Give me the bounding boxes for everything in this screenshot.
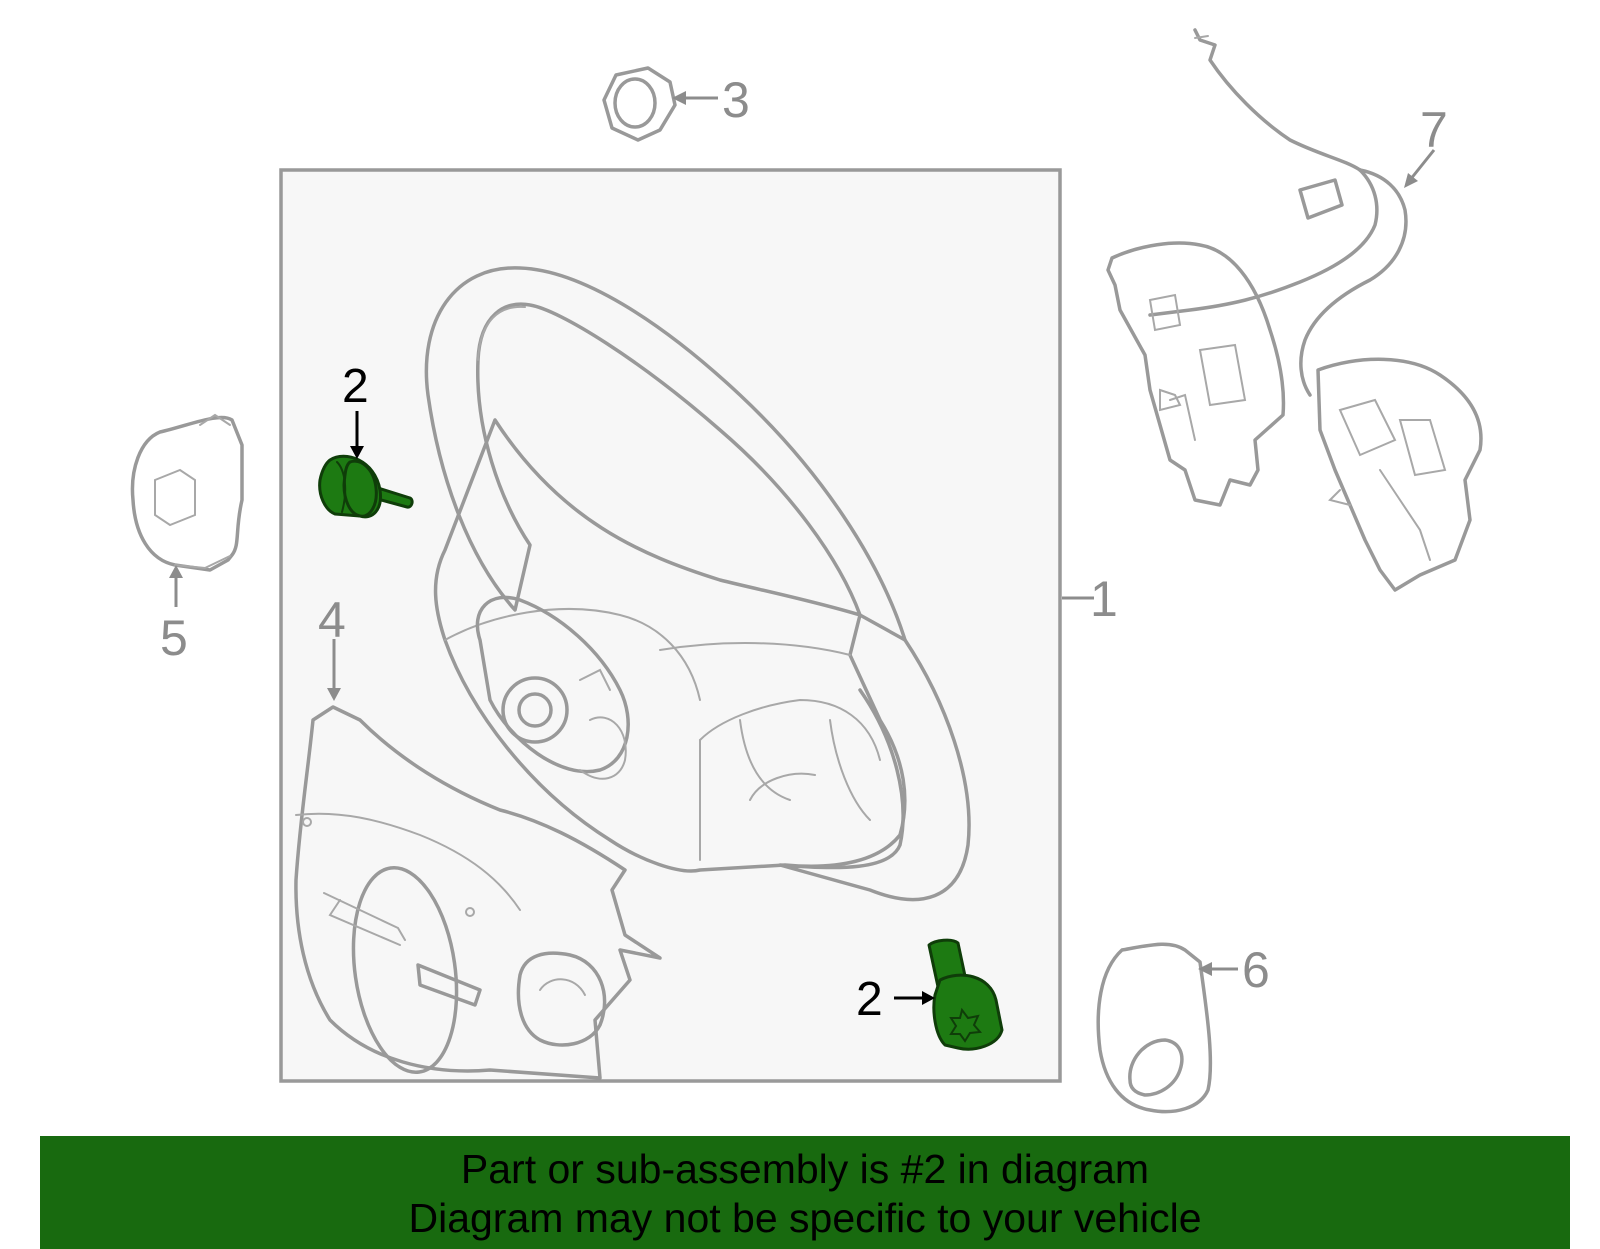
callout-5: 5 <box>160 610 188 666</box>
callout-6: 6 <box>1242 942 1270 998</box>
callout-3: 3 <box>722 72 750 128</box>
banner-line-2: Diagram may not be specific to your vehi… <box>408 1195 1202 1241</box>
switch-assembly-part-7 <box>1106 28 1483 592</box>
left-switch-cover-part-5 <box>130 413 244 572</box>
bolt-part-2-upper <box>318 454 414 519</box>
steering-wheel <box>424 266 971 902</box>
callout-7: 7 <box>1420 102 1448 158</box>
banner-line-1: Part or sub-assembly is #2 in diagram <box>460 1146 1150 1192</box>
nut-part-3 <box>602 66 677 142</box>
leader-lines <box>169 91 1436 1005</box>
callout-4: 4 <box>318 592 346 648</box>
lower-cover-part-4 <box>294 705 662 1080</box>
callout-2-upper: 2 <box>342 360 369 413</box>
callout-2-lower: 2 <box>856 973 883 1026</box>
callout-1: 1 <box>1090 571 1118 627</box>
info-banner: Part or sub-assembly is #2 in diagram Di… <box>40 1136 1570 1249</box>
bolt-part-2-lower <box>927 938 1004 1051</box>
right-switch-cover-part-6 <box>1096 942 1213 1114</box>
assembly-frame <box>279 168 1062 1083</box>
